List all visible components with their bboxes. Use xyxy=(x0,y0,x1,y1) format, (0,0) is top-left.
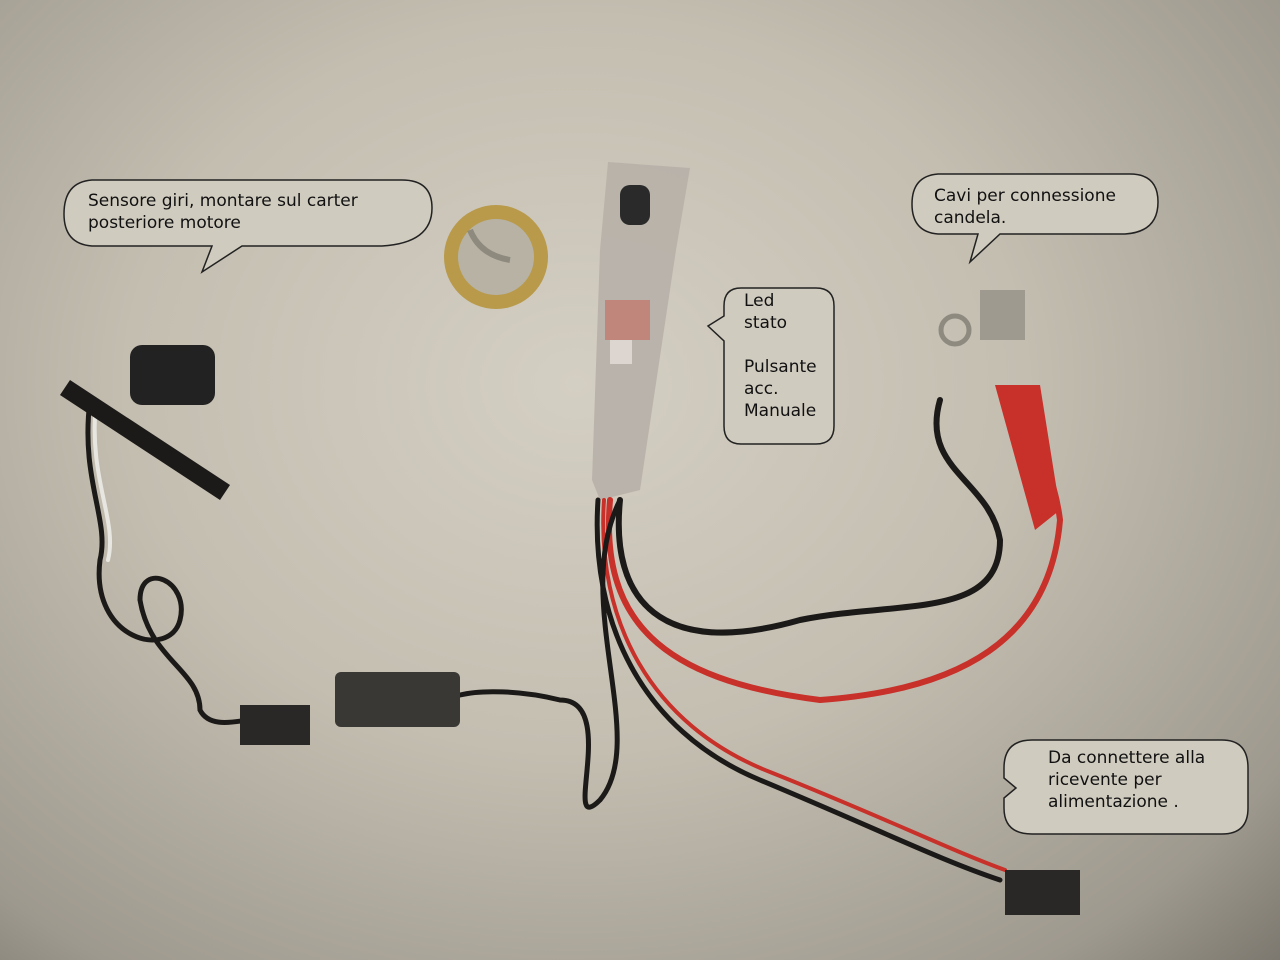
wires xyxy=(85,397,1064,883)
callout-sensor-text: Sensore giri, montare sul carter posteri… xyxy=(88,191,358,233)
callout-plug-cables-text: Cavi per connessione candela. xyxy=(934,186,1116,228)
euro-coin xyxy=(444,205,548,309)
glow-driver-module xyxy=(592,162,690,500)
servo-connector-sensor xyxy=(240,705,310,745)
callout-plug-cables: Cavi per connessione candela. xyxy=(910,172,1160,265)
receiver-connector xyxy=(1005,870,1080,915)
callout-receiver-text: Da connettere alla ricevente per aliment… xyxy=(1048,748,1206,812)
callout-led-button: Led stato Pulsante acc. Manuale xyxy=(706,286,836,446)
rpm-sensor xyxy=(60,345,230,500)
callout-receiver: Da connettere alla ricevente per aliment… xyxy=(1002,738,1250,836)
glow-plug-clip xyxy=(938,290,1060,530)
callout-sensor: Sensore giri, montare sul carter posteri… xyxy=(62,178,434,274)
callout-led-button-text: Led stato Pulsante acc. Manuale xyxy=(744,291,817,421)
servo-connector-module xyxy=(335,672,460,727)
